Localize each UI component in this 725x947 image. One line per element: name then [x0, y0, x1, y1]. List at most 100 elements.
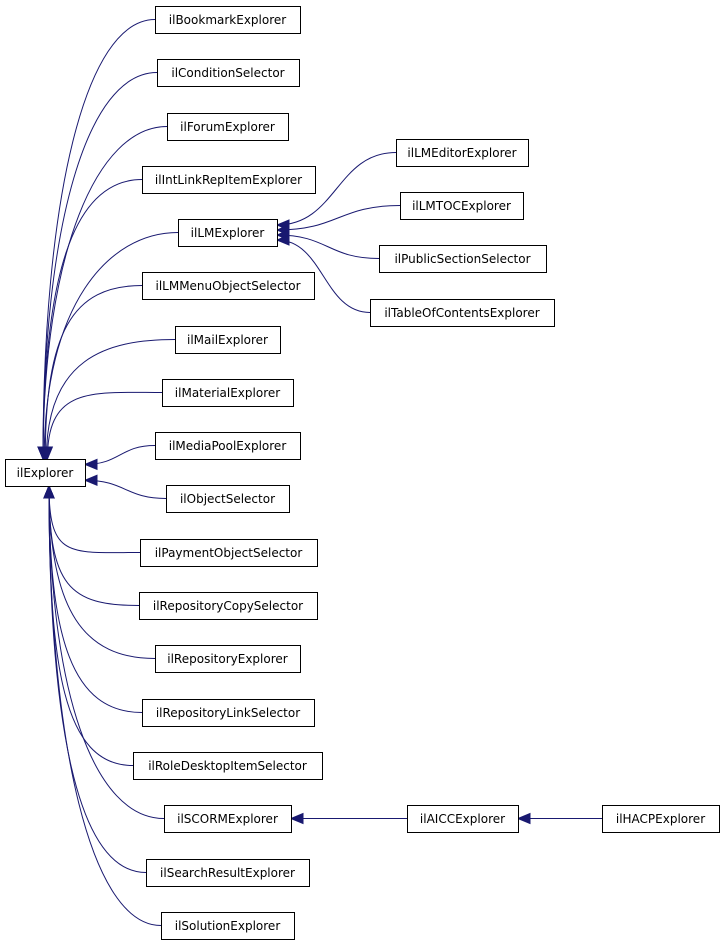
node-label: ilLMMenuObjectSelector — [155, 279, 300, 293]
edge-il-repository-copy-selector-to-il-explorer — [48, 485, 140, 606]
node-box — [407, 805, 519, 833]
node-il-solution-explorer[interactable]: ilSolutionExplorer — [161, 912, 295, 940]
node-label: ilLMExplorer — [191, 226, 265, 240]
edge-il-repository-link-selector-to-il-explorer — [48, 485, 143, 713]
arrowhead-icon — [41, 446, 54, 461]
nodes-layer: ilExplorer ilBookmarkExplorer ilConditionS… — [5, 6, 720, 940]
node-label: ilRepositoryLinkSelector — [156, 706, 300, 720]
edges-layer — [37, 19, 602, 926]
node-label: ilPaymentObjectSelector — [155, 546, 303, 560]
arrowhead-icon — [83, 458, 98, 471]
node-il-role-desktop-item-selector[interactable]: ilRoleDesktopItemSelector — [133, 752, 323, 780]
node-box — [161, 912, 295, 940]
node-label: ilHACPExplorer — [616, 812, 705, 826]
node-il-search-result-explorer[interactable]: ilSearchResultExplorer — [146, 859, 310, 887]
node-box — [167, 113, 289, 141]
node-il-repository-link-selector[interactable]: ilRepositoryLinkSelector — [142, 699, 315, 727]
node-il-object-selector[interactable]: ilObjectSelector — [166, 485, 290, 513]
arrowhead-icon — [516, 812, 531, 825]
node-il-scormexplorer[interactable]: ilSCORMExplorer — [164, 805, 292, 833]
node-label: ilSCORMExplorer — [177, 812, 278, 826]
edge-il-lmmenu-object-selector-to-il-explorer — [44, 285, 143, 460]
node-box — [142, 166, 316, 194]
node-label: ilObjectSelector — [180, 492, 275, 506]
node-il-lmeditor-explorer[interactable]: ilLMEditorExplorer — [396, 139, 529, 167]
node-il-int-link-rep-item-explorer[interactable]: ilIntLinkRepItemExplorer — [142, 166, 316, 194]
node-label: ilRepositoryCopySelector — [153, 599, 303, 613]
node-label: ilSearchResultExplorer — [160, 866, 295, 880]
node-box — [133, 752, 323, 780]
node-label: ilMediaPoolExplorer — [169, 439, 287, 453]
edge-il-forum-explorer-to-il-explorer — [42, 126, 168, 460]
edge-il-bookmark-explorer-to-il-explorer — [42, 19, 156, 460]
node-label: ilForumExplorer — [180, 120, 275, 134]
node-box — [157, 59, 300, 87]
node-il-forum-explorer[interactable]: ilForumExplorer — [167, 113, 289, 141]
node-label: ilMaterialExplorer — [175, 386, 280, 400]
edge-il-lmexplorer-to-il-explorer — [43, 232, 179, 460]
arrowhead-icon — [289, 812, 304, 825]
edge-il-public-section-selector-to-il-lmexplorer — [276, 234, 380, 259]
node-il-lmmenu-object-selector[interactable]: ilLMMenuObjectSelector — [142, 272, 315, 300]
node-il-mail-explorer[interactable]: ilMailExplorer — [175, 326, 281, 354]
node-il-lmexplorer[interactable]: ilLMExplorer — [178, 219, 278, 247]
node-label: ilPublicSectionSelector — [394, 252, 530, 266]
node-il-repository-explorer[interactable]: ilRepositoryExplorer — [155, 645, 301, 673]
node-label: ilSolutionExplorer — [175, 919, 281, 933]
node-box — [155, 645, 301, 673]
node-box — [164, 805, 292, 833]
node-box — [178, 219, 278, 247]
node-label: ilExplorer — [17, 466, 74, 480]
node-box — [142, 272, 315, 300]
edge-il-role-desktop-item-selector-to-il-explorer — [48, 485, 134, 766]
node-box — [140, 539, 318, 567]
node-label: ilAICCExplorer — [420, 812, 505, 826]
node-box — [155, 6, 301, 34]
node-box — [162, 379, 294, 407]
node-il-hacpexplorer[interactable]: ilHACPExplorer — [602, 805, 720, 833]
edge-il-payment-object-selector-to-il-explorer — [48, 485, 141, 554]
node-label: ilLMEditorExplorer — [407, 146, 516, 160]
edge-il-mail-explorer-to-il-explorer — [45, 339, 176, 460]
node-label: ilLMTOCExplorer — [412, 199, 511, 213]
node-box — [396, 139, 529, 167]
node-box — [5, 459, 86, 487]
node-label: ilConditionSelector — [171, 66, 284, 80]
node-label: ilMailExplorer — [187, 333, 268, 347]
node-label: ilRepositoryExplorer — [167, 652, 288, 666]
node-il-lmtocexplorer[interactable]: ilLMTOCExplorer — [400, 192, 524, 220]
edge-il-int-link-rep-item-explorer-to-il-explorer — [42, 179, 143, 460]
node-box — [175, 326, 281, 354]
arrowhead-icon — [83, 474, 98, 487]
edge-il-scormexplorer-to-il-explorer — [48, 485, 165, 819]
edge-il-condition-selector-to-il-explorer — [42, 72, 158, 460]
node-il-media-pool-explorer[interactable]: ilMediaPoolExplorer — [155, 432, 301, 460]
node-il-payment-object-selector[interactable]: ilPaymentObjectSelector — [140, 539, 318, 567]
node-label: ilTableOfContentsExplorer — [384, 306, 539, 320]
node-box — [602, 805, 720, 833]
node-il-table-of-contents-explorer[interactable]: ilTableOfContentsExplorer — [370, 299, 555, 327]
node-box — [370, 299, 555, 327]
node-label: ilRoleDesktopItemSelector — [148, 759, 307, 773]
arrowhead-icon — [275, 234, 290, 246]
node-box — [142, 699, 315, 727]
edge-il-repository-explorer-to-il-explorer — [48, 485, 156, 659]
node-il-repository-copy-selector[interactable]: ilRepositoryCopySelector — [139, 592, 318, 620]
node-label: ilIntLinkRepItemExplorer — [155, 173, 302, 187]
node-box — [166, 485, 290, 513]
node-il-bookmark-explorer[interactable]: ilBookmarkExplorer — [155, 6, 301, 34]
node-il-condition-selector[interactable]: ilConditionSelector — [157, 59, 300, 87]
node-il-public-section-selector[interactable]: ilPublicSectionSelector — [379, 245, 547, 273]
node-il-aiccexplorer[interactable]: ilAICCExplorer — [407, 805, 519, 833]
node-il-material-explorer[interactable]: ilMaterialExplorer — [162, 379, 294, 407]
node-box — [379, 245, 547, 273]
node-il-explorer[interactable]: ilExplorer — [5, 459, 86, 487]
arrowhead-icon — [43, 484, 55, 499]
node-box — [155, 432, 301, 460]
edge-il-lmeditor-explorer-to-il-lmexplorer — [276, 152, 397, 226]
node-box — [146, 859, 310, 887]
edge-il-table-of-contents-explorer-to-il-lmexplorer — [276, 239, 371, 313]
edge-il-solution-explorer-to-il-explorer — [48, 485, 162, 926]
